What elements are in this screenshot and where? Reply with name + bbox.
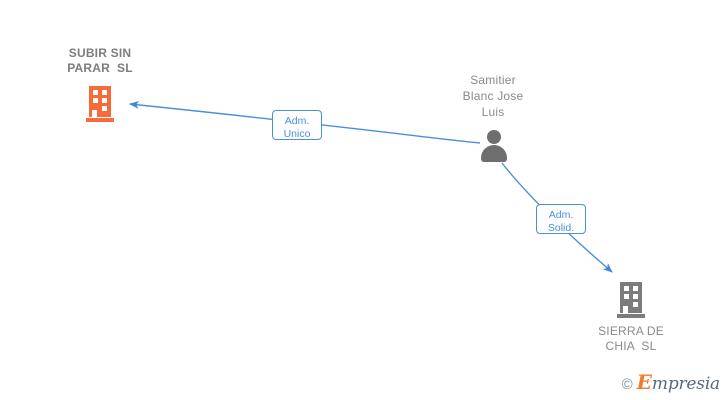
- brand-initial: E: [636, 370, 652, 394]
- building-icon[interactable]: [617, 282, 645, 318]
- building-window: [102, 90, 107, 95]
- relation-label-adm-solid[interactable]: Adm. Solid.: [536, 204, 586, 234]
- building-icon[interactable]: [86, 86, 114, 122]
- building-window: [633, 302, 638, 307]
- building-window: [102, 98, 107, 103]
- person-icon[interactable]: [478, 130, 510, 162]
- person-torso: [481, 145, 507, 162]
- building-window: [633, 286, 638, 291]
- brand-name: mpresia: [651, 374, 720, 394]
- copyright-icon: ©: [621, 376, 633, 393]
- watermark-empresia: © E mpresia: [621, 370, 721, 394]
- edge-line-adm-unico: [129, 101, 481, 144]
- building-window: [633, 294, 638, 299]
- building-window: [624, 294, 629, 299]
- node-label-samitier-blanc-jose-luis: Samitier Blanc Jose Luis: [462, 73, 524, 119]
- building-window: [93, 98, 98, 103]
- node-label-subir-sin-parar: SUBIR SIN PARAR SL: [67, 46, 133, 75]
- building-window: [93, 90, 98, 95]
- relation-label-adm-unico[interactable]: Adm. Unico: [272, 110, 322, 140]
- building-base: [617, 314, 645, 318]
- person-head: [487, 130, 501, 144]
- building-window: [102, 106, 107, 111]
- building-window: [624, 286, 629, 291]
- building-base: [86, 118, 114, 122]
- node-label-sierra-de-chia: SIERRA DE CHIA SL: [598, 324, 664, 353]
- building-door: [92, 110, 97, 117]
- building-door: [623, 306, 628, 313]
